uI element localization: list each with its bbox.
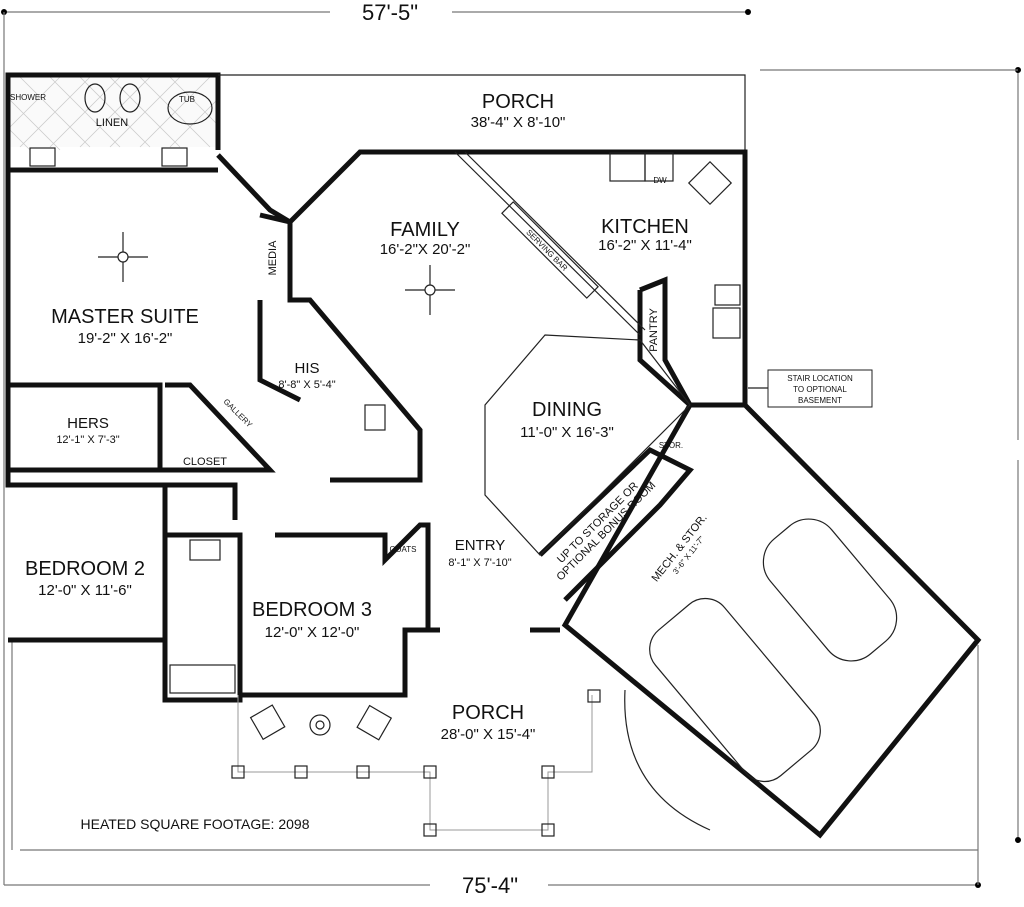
stairs-label-1: UP TO STORAGE OR [555, 480, 641, 566]
media-label: MEDIA [267, 240, 279, 276]
entry-name: ENTRY [455, 537, 506, 554]
closet-label: CLOSET [183, 456, 227, 468]
his-name: HIS [294, 360, 319, 377]
entry-size: 8'-1" X 7'-10" [448, 557, 511, 569]
ceiling-fan-icon [98, 232, 148, 282]
walls [5, 72, 982, 839]
family-size: 16'-2"X 20'-2" [380, 241, 471, 258]
porch-rear-size: 38'-4" X 8'-10" [471, 114, 566, 131]
kitchen-name: KITCHEN [601, 216, 689, 238]
dining-bay [484, 334, 691, 556]
ceiling-fan-icon [405, 265, 455, 315]
bedroom3-size: 12'-0" X 12'-0" [265, 624, 360, 641]
master-suite-size: 19'-2" X 16'-2" [78, 330, 173, 347]
dining-name: DINING [532, 399, 602, 421]
stair-location-callout: STAIR LOCATION TO OPTIONAL BASEMENT [748, 369, 873, 408]
hers-size: 12'-1" X 7'-3" [56, 434, 119, 446]
bedroom2-name: BEDROOM 2 [25, 558, 145, 580]
bath-tile [9, 76, 217, 151]
callout-line-3: BASEMENT [798, 396, 842, 405]
porch-front-name: PORCH [452, 702, 524, 724]
serving-bar [454, 151, 646, 336]
family-name: FAMILY [390, 219, 460, 241]
serving-bar-label: SERVING BAR [524, 228, 569, 273]
pantry-label: PANTRY [648, 308, 660, 352]
callout-line-1: STAIR LOCATION [787, 374, 853, 383]
fixtures [29, 83, 741, 741]
bedroom2-size: 12'-0" X 11'-6" [38, 582, 132, 599]
kitchen-size: 16'-2" X 11'-4" [598, 237, 692, 254]
dw-label: DW [653, 176, 667, 185]
bottom-dimension: 75'-4" [462, 873, 518, 898]
coats-label: COATS [390, 545, 417, 554]
dining-size: 11'-0" X 16'-3" [520, 424, 614, 441]
tub-label: TUB [179, 95, 195, 104]
bedroom3-name: BEDROOM 3 [252, 599, 372, 621]
his-size: 8'-8" X 5'-4" [278, 379, 335, 391]
front-porch-outline [231, 689, 711, 837]
top-dimension: 57'-5" [362, 0, 418, 25]
linen-label: LINEN [96, 117, 128, 129]
master-suite-name: MASTER SUITE [51, 306, 199, 328]
hers-name: HERS [67, 415, 109, 432]
porch-front-size: 28'-0" X 15'-4" [441, 726, 536, 743]
car-icon [649, 518, 898, 783]
callout-line-2: TO OPTIONAL [793, 385, 847, 394]
porch-rear-name: PORCH [482, 91, 554, 113]
dimension-lines [1, 9, 1021, 888]
heated-square-footage: HEATED SQUARE FOOTAGE: 2098 [81, 816, 310, 832]
shower-label: SHOWER [10, 93, 46, 102]
stor-label: STOR. [659, 441, 683, 450]
